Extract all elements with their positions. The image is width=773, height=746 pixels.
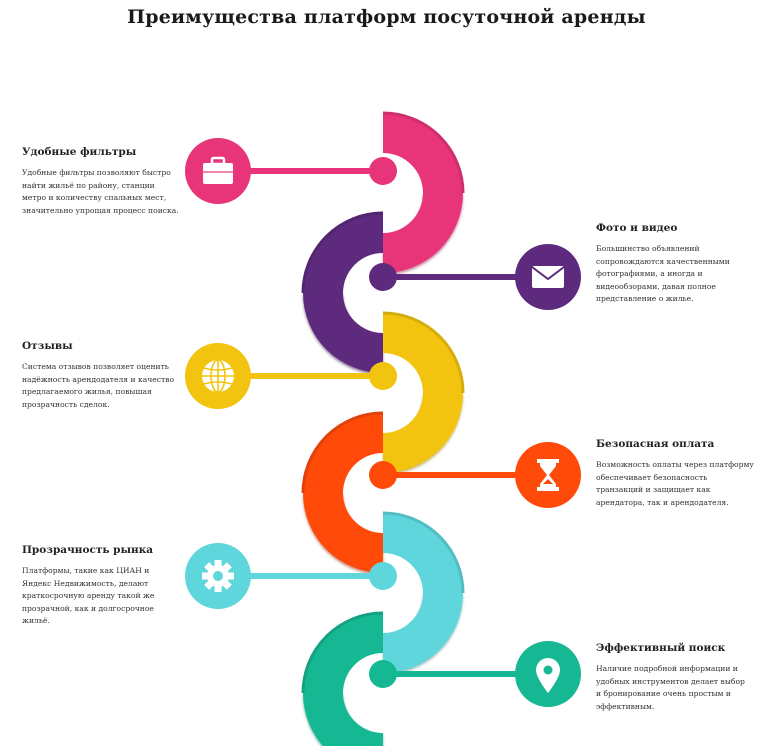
road-segment: [383, 313, 463, 393]
step-title: Удобные фильтры: [22, 146, 137, 158]
globe-icon: [185, 343, 251, 409]
road-edge: [382, 311, 465, 394]
road-segment: [383, 193, 463, 273]
road-segment: [303, 613, 383, 693]
connector-dot: [369, 362, 397, 390]
connector-dot: [369, 157, 397, 185]
step-text: Наличие подробной информации и удобных и…: [596, 664, 745, 711]
road-segment: [383, 393, 463, 473]
connector-dot: [369, 660, 397, 688]
road-segment: [383, 593, 463, 673]
step-text: Большинство объявлений сопровождаются ка…: [596, 244, 730, 303]
connector-dot: [369, 562, 397, 590]
gear-icon: [185, 543, 251, 609]
road: [301, 111, 465, 746]
step-card-efficient-search: Эффективный поиск Наличие подробной инфо…: [596, 642, 746, 713]
road-segment: [303, 413, 383, 493]
location-pin-icon: [515, 641, 581, 707]
road-edge: [301, 211, 384, 294]
step-card-reviews: Отзывы Система отзывов позволяет оценить…: [22, 340, 180, 411]
step-title: Фото и видео: [596, 222, 678, 234]
road-segment: [383, 513, 463, 593]
step-card-filters: Удобные фильтры Удобные фильтры позволяю…: [22, 146, 180, 217]
briefcase-icon: [185, 138, 251, 204]
step-card-photo-video: Фото и видео Большинство объявлений сопр…: [596, 222, 746, 306]
step-text: Удобные фильтры позволяют быстро найти ж…: [22, 168, 179, 215]
road-segment: [303, 293, 383, 373]
road-edge: [301, 411, 384, 494]
envelope-icon: [515, 244, 581, 310]
road-segment: [383, 113, 463, 193]
connector-dot: [369, 263, 397, 291]
page-title: Преимущества платформ посуточной аренды: [127, 6, 646, 28]
step-title: Прозрачность рынка: [22, 544, 154, 556]
road-edge: [382, 511, 465, 594]
step-title: Безопасная оплата: [596, 438, 715, 450]
hourglass-icon: [515, 442, 581, 508]
connector-dot: [369, 461, 397, 489]
step-text: Платформы, такие как ЦИАН и Яндекс Недви…: [22, 566, 155, 625]
step-card-market-transparency: Прозрачность рынка Платформы, такие как …: [22, 544, 180, 628]
step-card-safe-payment: Безопасная оплата Возможность оплаты чер…: [596, 438, 754, 509]
road-segment: [303, 493, 383, 573]
road-edge: [382, 111, 465, 194]
road-segment: [303, 693, 383, 746]
step-text: Возможность оплаты через платформу обесп…: [596, 460, 754, 507]
step-text: Система отзывов позволяет оценить надёжн…: [22, 362, 175, 409]
step-title: Отзывы: [22, 340, 73, 352]
road-edge: [301, 611, 384, 694]
step-title: Эффективный поиск: [596, 642, 726, 654]
road-segment: [303, 213, 383, 293]
